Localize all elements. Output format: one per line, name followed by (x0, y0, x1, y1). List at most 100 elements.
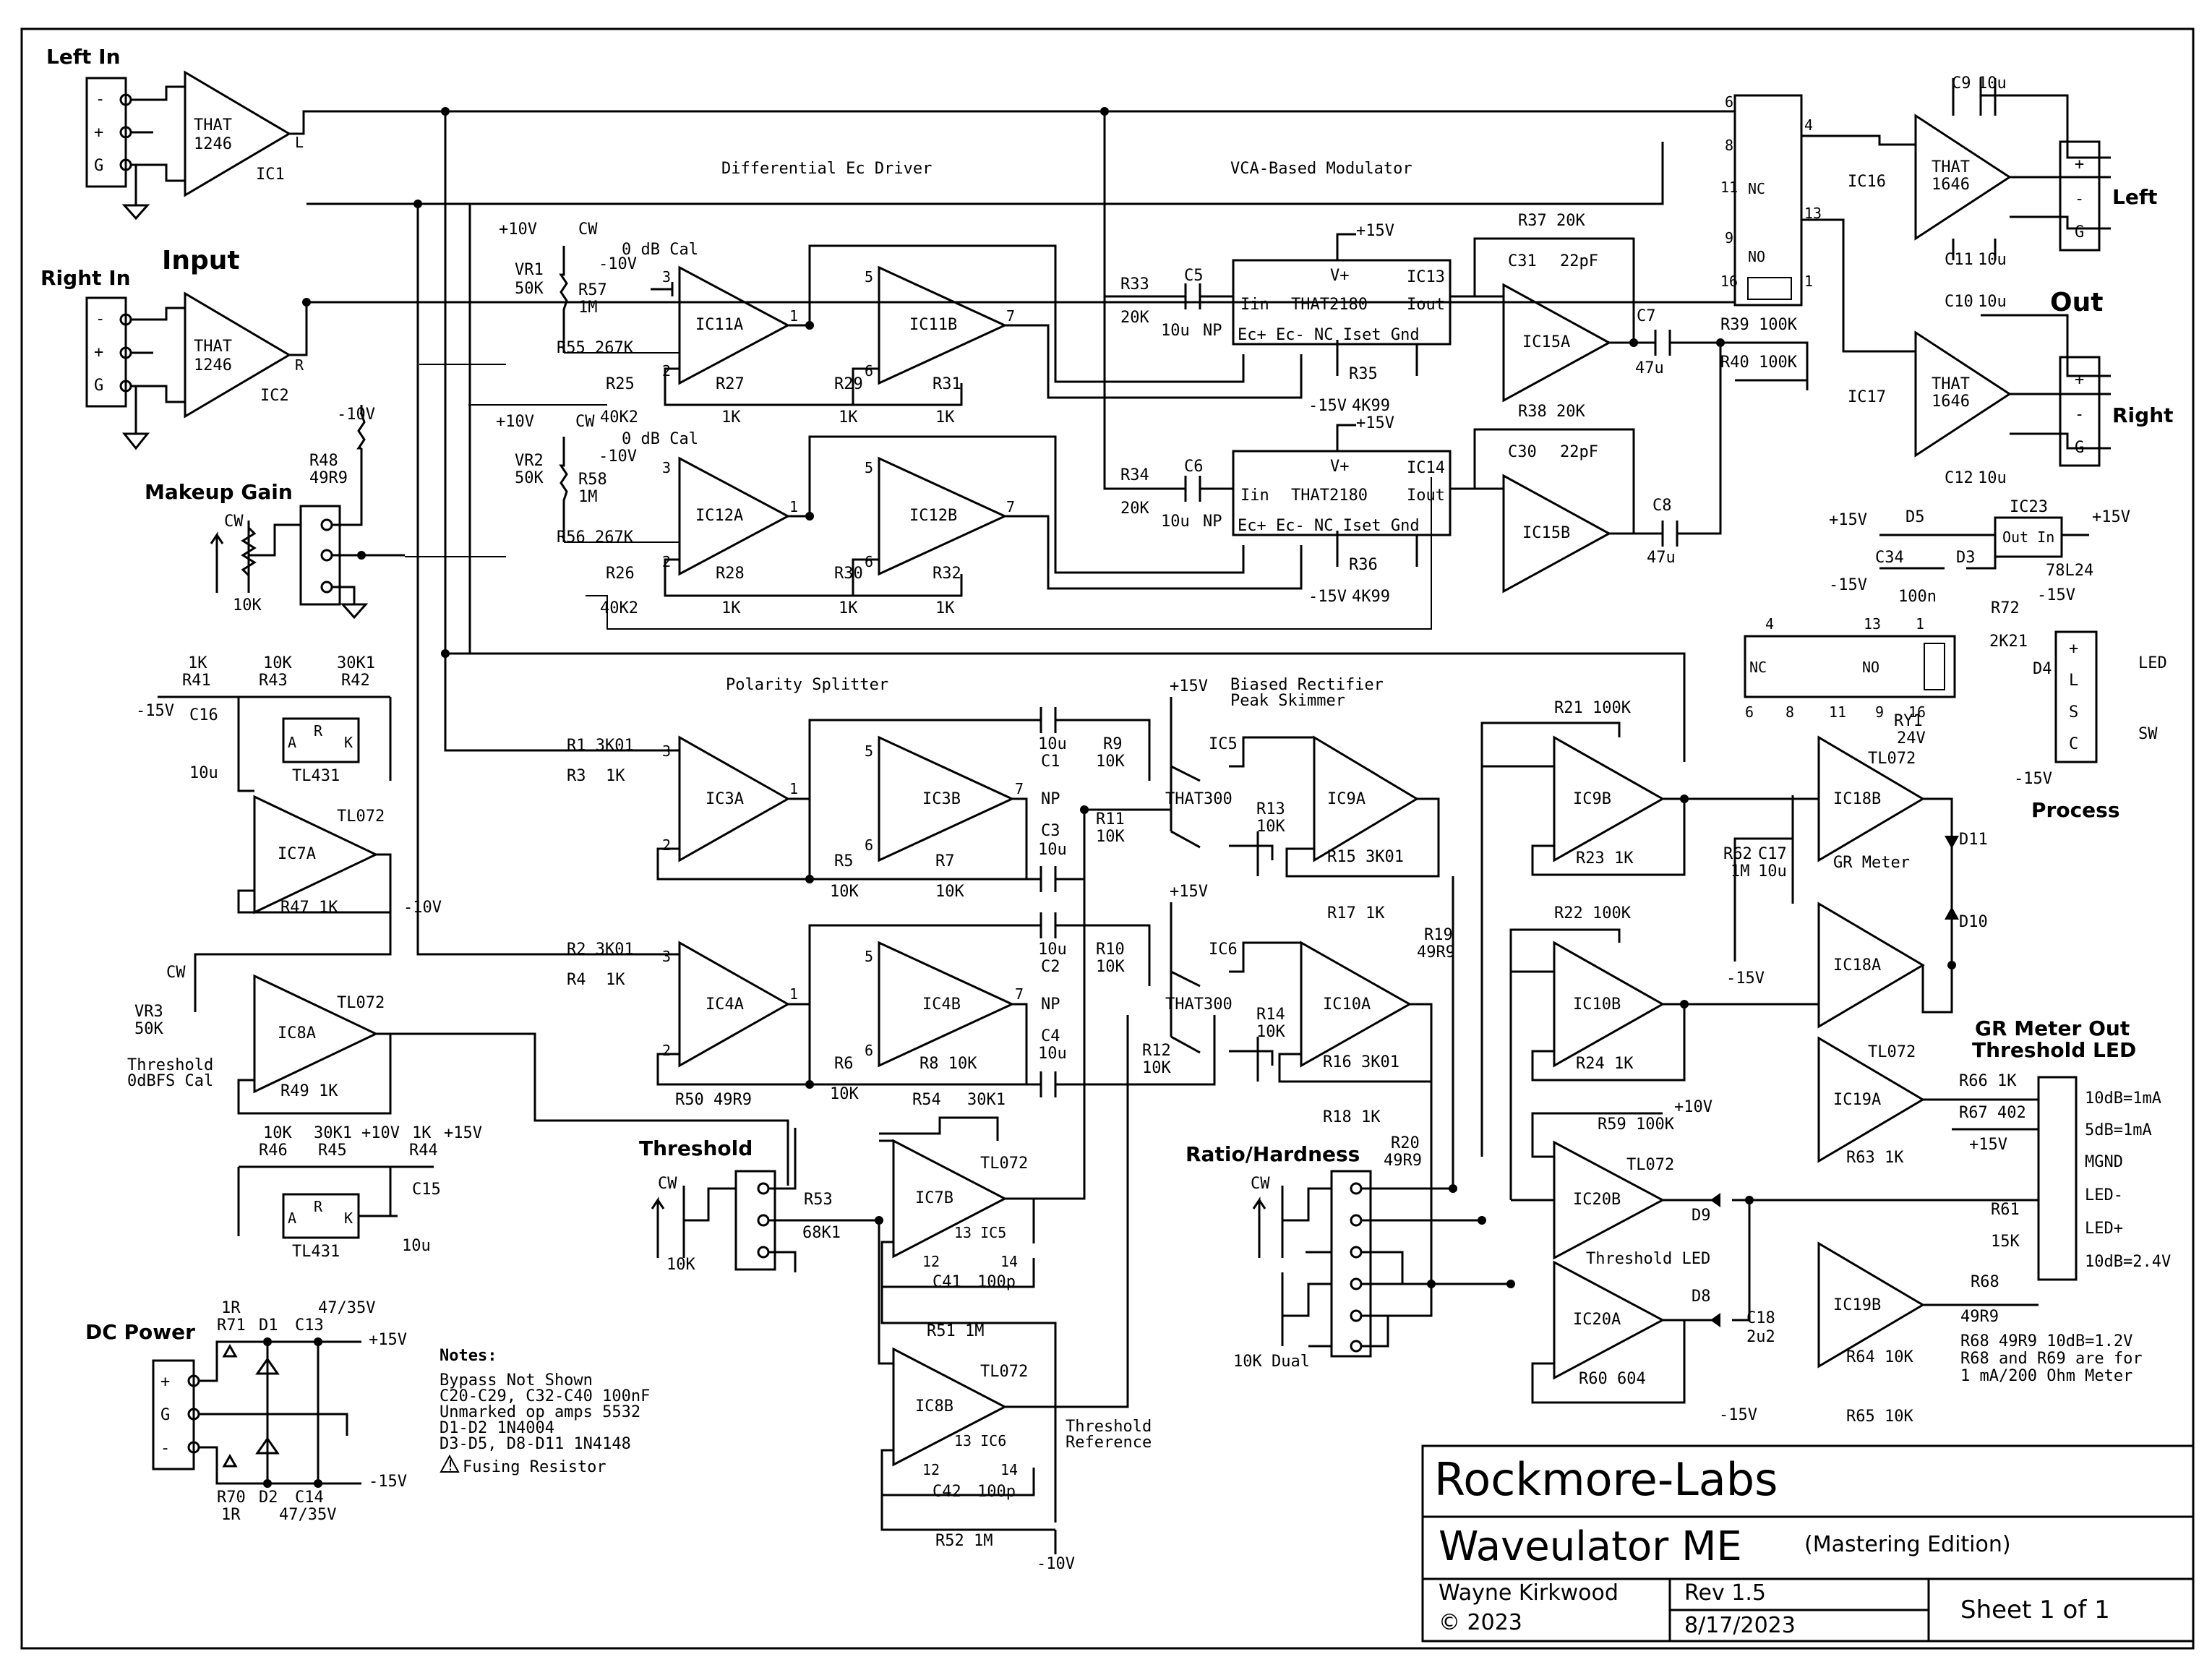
diff-driver-channel-a: IC11A IC11B 321 567 (419, 244, 1303, 406)
component-label: C42 (933, 1483, 961, 1501)
component-label: 10u (1161, 513, 1190, 531)
svg-text:TL072: TL072 (1626, 1156, 1674, 1174)
svg-text:NC: NC (1749, 659, 1767, 676)
svg-text:IC2: IC2 (260, 387, 289, 405)
component-label: 10K (1096, 958, 1125, 976)
meter-pin: LED- (2085, 1186, 2123, 1204)
svg-text:TL072: TL072 (337, 808, 385, 826)
component-label: R35 (1349, 365, 1378, 383)
svg-text:16: 16 (1908, 703, 1926, 721)
component-label: R16 3K01 (1323, 1053, 1399, 1071)
svg-text:R: R (314, 1198, 323, 1215)
meter-note: 1 mA/200 Ohm Meter (1960, 1367, 2132, 1385)
svg-text:IC8B: IC8B (915, 1397, 953, 1416)
right-out-connector (2059, 356, 2101, 467)
svg-text:Iin: Iin (1240, 296, 1269, 314)
threshold-led-amps: IC20B TL072 IC20A (1511, 1112, 2039, 1404)
svg-text:Ec+ Ec- NC Iset Gnd: Ec+ Ec- NC Iset Gnd (1238, 326, 1420, 344)
component-label: 1M (1731, 862, 1750, 881)
svg-text:+: + (2069, 640, 2078, 658)
component-label: R29 (834, 375, 863, 393)
component-label: D11 (1959, 831, 1988, 849)
component-label: CW (575, 413, 595, 431)
component-label: R42 (341, 672, 370, 690)
component-label: +15V (1969, 1136, 2007, 1154)
svg-text:TL431: TL431 (292, 767, 340, 785)
component-label: R22 100K (1554, 904, 1632, 922)
component-label: 10K (233, 596, 262, 615)
component-label: 40K2 (600, 599, 638, 617)
title-block: Rockmore-Labs Waveulator ME (Mastering E… (1421, 1444, 2195, 1643)
component-label: D9 (1692, 1207, 1711, 1225)
svg-text:2: 2 (662, 1042, 671, 1059)
svg-text:IC15B: IC15B (1522, 524, 1570, 542)
svg-text:14: 14 (1000, 1253, 1018, 1270)
component-label: 100p (977, 1273, 1016, 1291)
revision-date: 8/17/2023 (1684, 1613, 1796, 1638)
svg-text:G: G (94, 157, 103, 175)
relay-ry1 (1744, 635, 1956, 698)
vca-modulator-label: VCA-Based Modulator (1230, 160, 1412, 178)
component-label: VR1 (515, 261, 544, 279)
component-label: R13 (1256, 800, 1285, 818)
component-label: +10V (496, 413, 534, 431)
component-label: -10V (403, 899, 442, 917)
svg-text:IC23: IC23 (2010, 498, 2048, 516)
svg-text:IC18A: IC18A (1833, 956, 1881, 975)
component-label: C12 (1945, 469, 1973, 487)
svg-text:V+: V+ (1330, 267, 1350, 285)
component-label: R62 (1723, 845, 1752, 863)
component-label: C18 (1746, 1309, 1775, 1327)
svg-text:1246: 1246 (194, 356, 232, 374)
component-label: CW (1251, 1175, 1270, 1193)
component-label: 1K (721, 408, 741, 427)
component-label: R48 (309, 452, 338, 470)
component-label: R61 (1991, 1201, 2020, 1219)
component-label: C13 (295, 1316, 324, 1335)
svg-text:78L24: 78L24 (2046, 562, 2093, 580)
vca-that2180-ic14: Iin THAT2180 IC14 Iout Ec+ Ec- NC Iset G… (1155, 424, 1504, 567)
svg-text:1: 1 (1916, 615, 1924, 633)
component-label: 0 dB Cal (622, 241, 698, 259)
meter-pin-list: 10dB=1mA 5dB=1mA MGND LED- LED+ 10dB=2.4… (2085, 1089, 2171, 1271)
meter-pin: 5dB=1mA (2085, 1121, 2152, 1139)
component-label: 10K (1256, 1023, 1285, 1041)
threshold-reference-sublabel: Reference (1066, 1434, 1152, 1452)
component-label: R4 (567, 971, 586, 989)
svg-text:11: 11 (1720, 179, 1738, 196)
component-label: 47/35V (318, 1299, 375, 1317)
svg-text:14: 14 (1000, 1461, 1018, 1478)
ic17-that1646 (1914, 330, 2012, 458)
right-in-connector (85, 296, 127, 408)
component-label: -15V (136, 702, 174, 720)
svg-text:9: 9 (1875, 703, 1884, 721)
component-label: 15K (1991, 1233, 2020, 1251)
component-label: R7 (935, 852, 955, 870)
note-line: Bypass Not Shown (440, 1371, 593, 1389)
svg-text:!: ! (446, 1457, 455, 1474)
component-label: C5 (1184, 267, 1204, 285)
component-label: +15V (1356, 414, 1394, 432)
component-label: D1 (259, 1316, 278, 1335)
svg-text:THAT2180: THAT2180 (1291, 487, 1368, 505)
component-label: C4 (1041, 1027, 1060, 1045)
component-label: 10u (402, 1237, 431, 1255)
svg-text:IC17: IC17 (1848, 388, 1886, 406)
component-label: +15V (1356, 222, 1394, 240)
svg-text:IC19A: IC19A (1833, 1091, 1881, 1109)
component-label: +10V (361, 1124, 400, 1142)
svg-text:11: 11 (1829, 703, 1846, 721)
component-label: -15V (1308, 588, 1347, 606)
svg-text:TL072: TL072 (1868, 1043, 1916, 1061)
component-label: R10 (1096, 941, 1125, 959)
component-label: +15V (2092, 508, 2130, 526)
component-label: R36 (1349, 556, 1378, 574)
component-label: 1R (221, 1506, 241, 1524)
svg-text:8: 8 (1786, 703, 1794, 721)
svg-text:IC6: IC6 (1209, 941, 1238, 959)
svg-text:-: - (95, 310, 105, 328)
component-label: 30K1 (337, 654, 375, 672)
component-label: 4K99 (1352, 397, 1390, 415)
out-label: Out (2050, 288, 2103, 317)
component-label: 10u (189, 764, 218, 782)
